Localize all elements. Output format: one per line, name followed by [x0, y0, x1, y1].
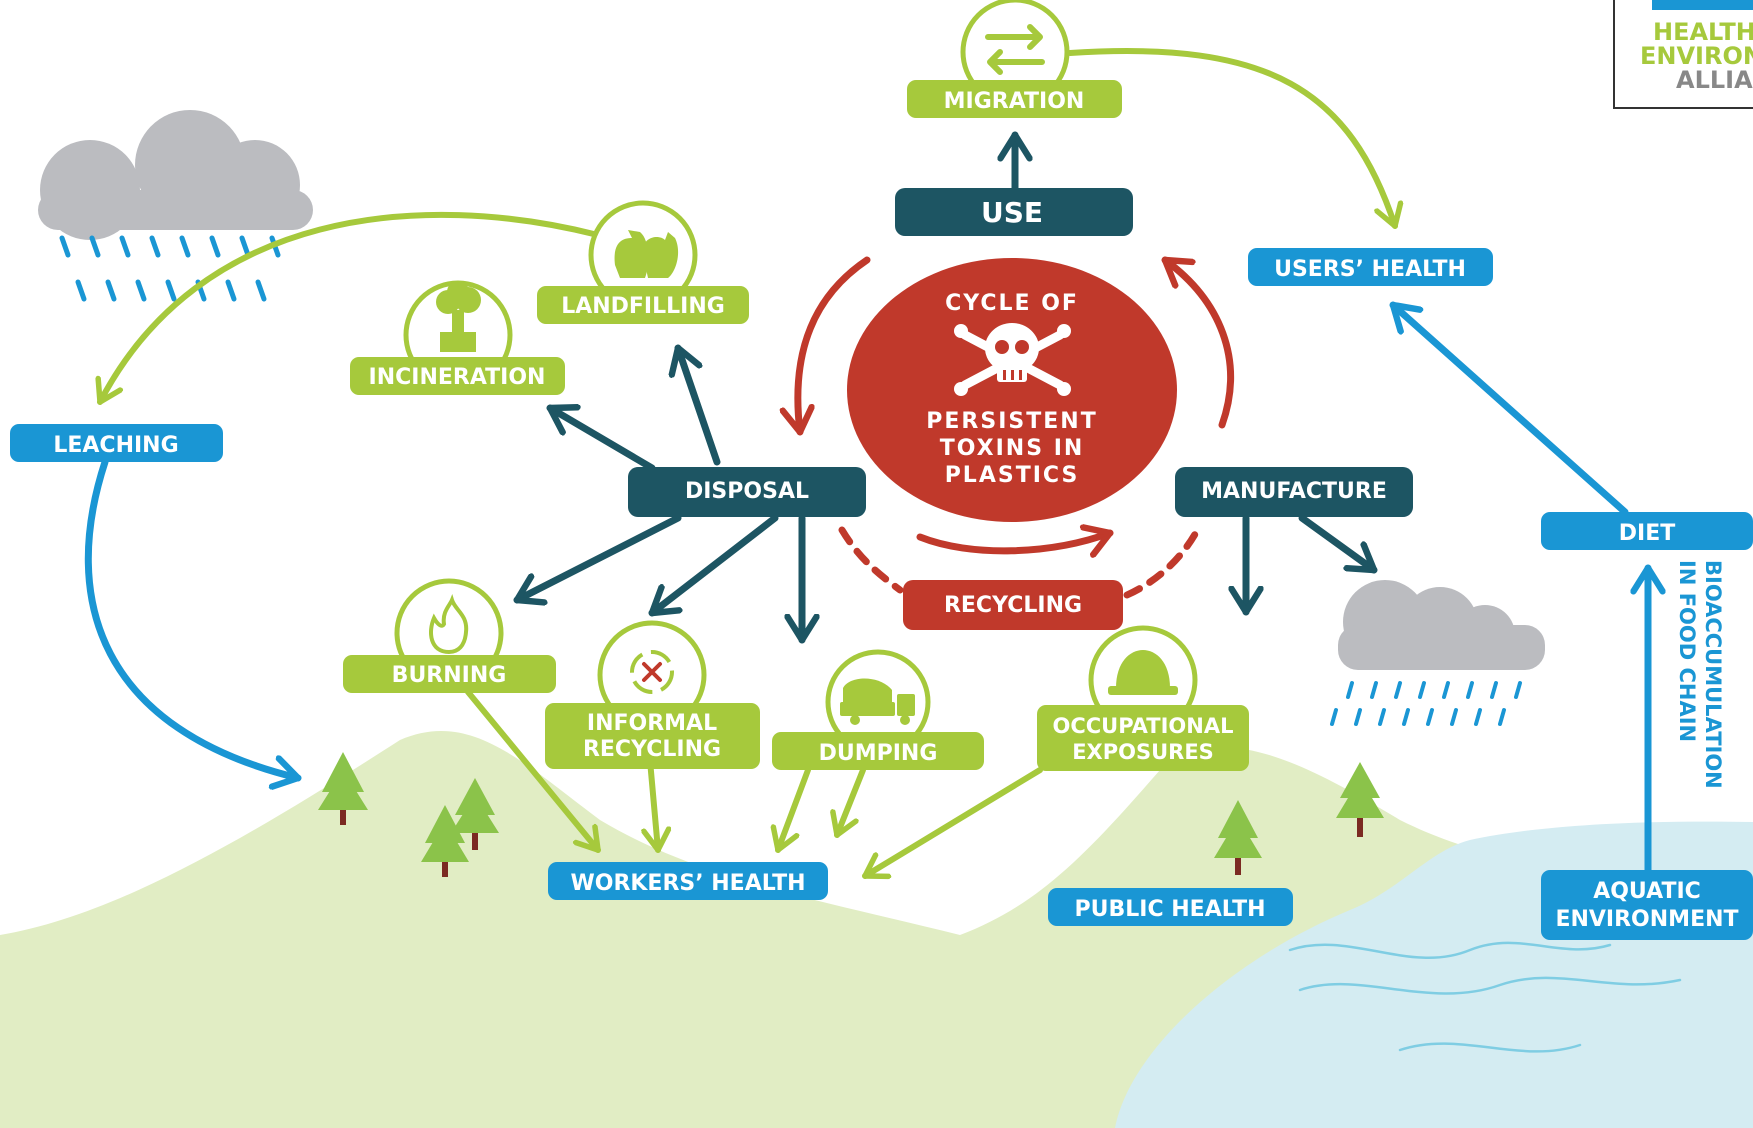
water-waves: [1288, 941, 1682, 1053]
center-line-2: PERSISTENT: [926, 409, 1097, 434]
logo: HEALTH ENVIRONMENT ALLIANCE: [1613, 0, 1753, 109]
public-health-box: PUBLIC HEALTH: [1048, 888, 1293, 926]
center-title: CYCLE OF: [945, 291, 1079, 316]
smokestack-icon: [436, 281, 481, 352]
aquatic-label-1: AQUATIC: [1593, 879, 1701, 904]
flame-icon: [429, 593, 469, 655]
tree-icon: [451, 778, 499, 850]
rain-cloud-right: [1330, 580, 1545, 726]
migration-label: MIGRATION: [944, 89, 1085, 114]
burning-node: BURNING: [343, 578, 556, 693]
center-line-4: PLASTICS: [945, 463, 1080, 488]
dumping-label: DUMPING: [819, 741, 938, 766]
manufacture-box: MANUFACTURE: [1175, 467, 1413, 517]
cycle-arrows: [798, 256, 1235, 599]
pathway-arrows: [100, 48, 1395, 876]
landfilling-label: LANDFILLING: [561, 294, 725, 319]
occupational-label-1: OCCUPATIONAL: [1052, 714, 1233, 738]
health-arrows: [84, 301, 1648, 874]
use-box: USE: [895, 188, 1133, 236]
manufacture-label: MANUFACTURE: [1201, 479, 1387, 504]
tree-icon: [421, 805, 469, 877]
hard-hat-icon: [1108, 650, 1178, 695]
informal-recycling-label-2: RECYCLING: [583, 737, 721, 762]
disposal-label: DISPOSAL: [685, 479, 809, 504]
skull-crossbones-icon: [954, 323, 1071, 396]
center-circle: CYCLE OF PERSISTENT TOXINS IN PLASTICS: [847, 258, 1177, 522]
dump-truck-icon: [840, 678, 915, 725]
occupational-label-2: EXPOSURES: [1072, 740, 1214, 764]
stage-arrows: [513, 131, 1378, 644]
bioaccumulation-line-2: IN FOOD CHAIN: [1675, 560, 1699, 742]
incineration-label: INCINERATION: [369, 365, 546, 390]
informal-recycling-node: INFORMAL RECYCLING: [545, 620, 760, 769]
center-line-3: TOXINS IN: [940, 436, 1085, 461]
rain-cloud-left: [38, 110, 313, 302]
disposal-box: DISPOSAL: [628, 467, 866, 517]
use-label: USE: [981, 196, 1043, 229]
occupational-node: OCCUPATIONAL EXPOSURES: [1037, 625, 1249, 771]
recycle-cross-icon: [630, 650, 674, 694]
public-health-label: PUBLIC HEALTH: [1074, 897, 1265, 922]
migration-node: MIGRATION: [907, 0, 1122, 118]
diet-box: DIET: [1541, 512, 1753, 550]
recycling-label: RECYCLING: [944, 593, 1082, 618]
logo-line-1: HEALTH: [1653, 18, 1753, 46]
bioaccumulation-label: BIOACCUMULATION IN FOOD CHAIN: [1675, 560, 1725, 789]
burning-label: BURNING: [392, 663, 507, 688]
arrows-exchange-icon: [985, 24, 1045, 75]
dumping-node: DUMPING: [772, 649, 984, 770]
workers-health-label: WORKERS’ HEALTH: [570, 871, 805, 896]
recycling-box: RECYCLING: [903, 580, 1123, 630]
tree-icon: [318, 752, 368, 825]
users-health-box: USERS’ HEALTH: [1248, 248, 1493, 286]
logo-line-2: ENVIRONMENT: [1640, 42, 1753, 70]
bioaccumulation-line-1: BIOACCUMULATION: [1701, 560, 1725, 789]
aquatic-environment-box: AQUATIC ENVIRONMENT: [1541, 870, 1753, 940]
incineration-node: INCINERATION: [350, 280, 565, 395]
aquatic-label-2: ENVIRONMENT: [1555, 907, 1738, 932]
diet-label: DIET: [1619, 521, 1675, 546]
tree-icon: [1214, 800, 1262, 875]
landfilling-node: LANDFILLING: [537, 200, 749, 324]
users-health-label: USERS’ HEALTH: [1274, 257, 1466, 282]
tree-icon: [1336, 762, 1384, 837]
trash-bags-icon: [614, 230, 679, 278]
leaching-box: LEACHING: [10, 424, 223, 462]
leaching-label: LEACHING: [53, 433, 178, 458]
workers-health-box: WORKERS’ HEALTH: [548, 862, 828, 900]
informal-recycling-label-1: INFORMAL: [587, 711, 717, 736]
logo-line-3: ALLIANCE: [1676, 66, 1753, 94]
